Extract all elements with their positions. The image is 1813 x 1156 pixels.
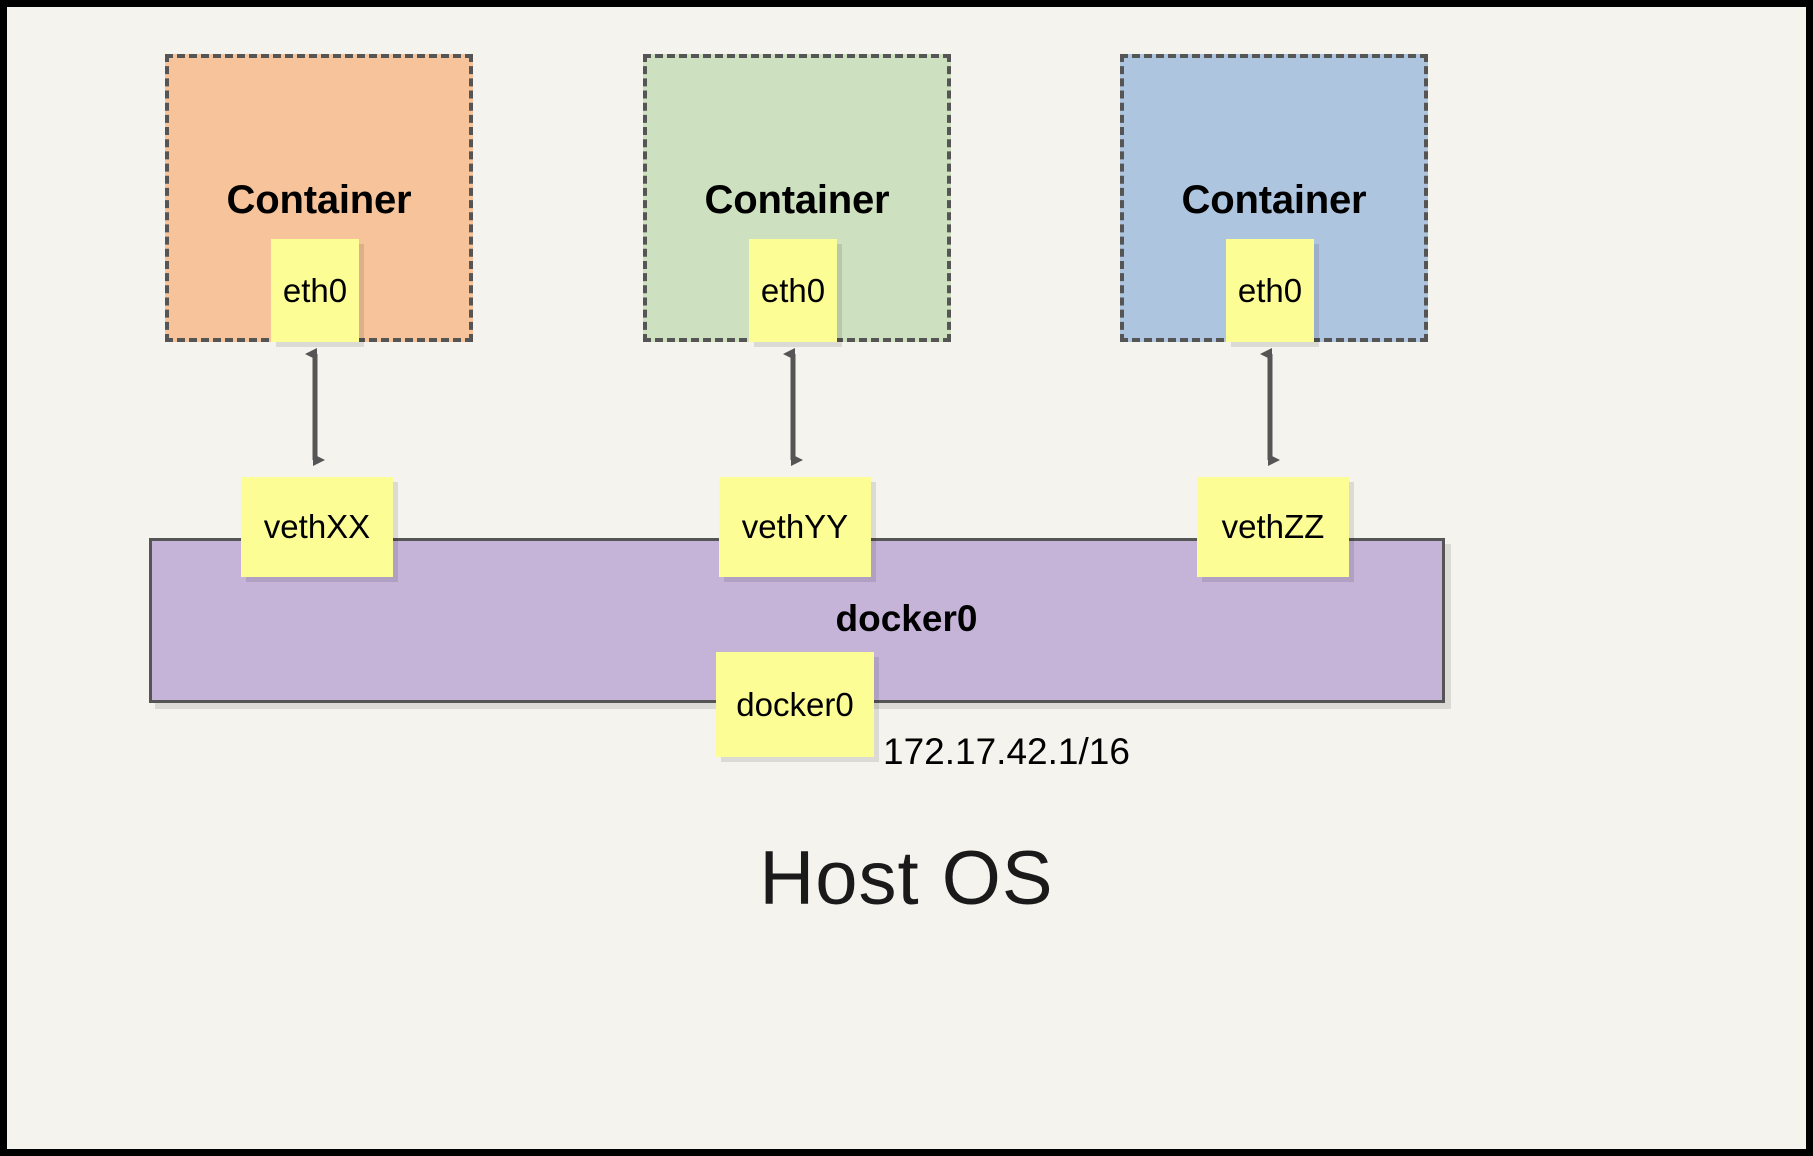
container-eth0-chip-3: eth0 <box>1226 239 1314 342</box>
container-title-1: Container <box>226 178 412 222</box>
veth-chip-3: vethZZ <box>1197 477 1349 577</box>
docker0-ip-label: 172.17.42.1/16 <box>883 731 1130 772</box>
veth-arrow-1 <box>305 348 325 466</box>
veth-arrow-3 <box>1260 348 1280 466</box>
docker0-interface-chip: docker0 <box>716 652 874 757</box>
container-eth0-chip-2: eth0 <box>749 239 837 342</box>
veth-chip-1: vethXX <box>241 477 393 577</box>
container-title-3: Container <box>1181 178 1367 222</box>
container-eth0-chip-1: eth0 <box>271 239 359 342</box>
veth-arrow-2 <box>783 348 803 466</box>
docker0-bridge-title: docker0 <box>835 598 978 639</box>
host-os-label: Host OS <box>759 836 1054 921</box>
veth-chip-2: vethYY <box>719 477 871 577</box>
container-title-2: Container <box>704 178 890 222</box>
